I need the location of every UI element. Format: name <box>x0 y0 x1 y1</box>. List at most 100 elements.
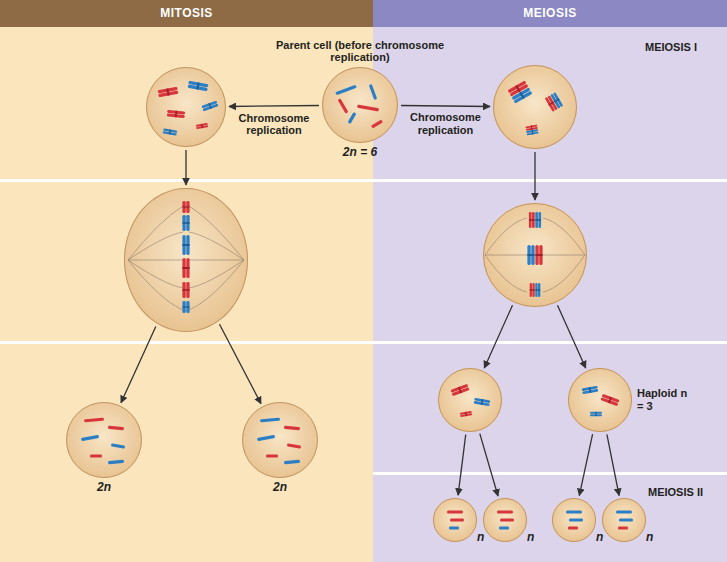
cell-shape: n <box>552 498 596 542</box>
chromosome <box>450 384 469 396</box>
chromosome <box>447 510 463 513</box>
chromosome <box>84 418 104 423</box>
arrow <box>220 324 262 404</box>
chromosome <box>348 112 357 124</box>
arrow <box>579 434 592 495</box>
chromosome <box>182 301 189 313</box>
figure-part <box>483 203 587 307</box>
arrow <box>229 106 319 107</box>
arrow <box>480 434 498 496</box>
chromosome <box>108 426 124 431</box>
figure-part <box>485 255 527 292</box>
arrow <box>185 150 186 185</box>
chromosome <box>449 526 459 529</box>
chromosome <box>499 526 509 529</box>
chromosome <box>582 386 599 394</box>
figure-part <box>0 27 373 562</box>
panel: MEIOSISHaploid n = 3nnnn <box>373 0 727 562</box>
chromosome <box>196 123 209 129</box>
chromosome <box>158 87 179 98</box>
figure-part <box>0 341 373 344</box>
cell-label: 2n = 6 <box>343 146 377 160</box>
chromosome <box>527 245 542 265</box>
cell-label: Haploid n = 3 <box>637 387 689 412</box>
chromosome <box>529 212 541 228</box>
cell-label: Parent cell (before chromosome replicati… <box>265 39 455 64</box>
figure-part <box>128 260 183 261</box>
chromosome <box>369 84 377 100</box>
chromosome <box>201 101 218 112</box>
chromosome <box>497 510 513 513</box>
figure-part <box>373 179 727 182</box>
figure-part <box>543 255 585 256</box>
arrow <box>558 305 586 368</box>
cell-label: 2n <box>97 481 111 495</box>
chromosome <box>108 460 124 465</box>
chromosome <box>619 518 633 521</box>
arrow <box>121 326 156 402</box>
panel: MITOSIS 2n 2n <box>0 0 373 562</box>
cell-shape: n <box>602 498 646 542</box>
figure-part <box>485 255 527 256</box>
chromosome <box>81 435 99 441</box>
cell-shape: 2n <box>242 402 318 478</box>
figure-part <box>373 27 727 562</box>
cell-label: n <box>477 531 484 545</box>
chromosome <box>284 460 300 465</box>
chromosome <box>600 394 619 406</box>
cell-shape: 2n <box>66 402 142 478</box>
cell-shape <box>483 203 587 307</box>
chromosome <box>545 92 564 112</box>
chromosome <box>525 124 538 135</box>
cell-shape: n <box>483 498 527 542</box>
chromosome <box>500 518 514 521</box>
arrow <box>534 152 535 200</box>
figure-part <box>146 67 226 147</box>
chromosome <box>260 418 280 423</box>
chromosome <box>182 215 189 231</box>
panel-header: MEIOSIS <box>373 0 727 27</box>
chromosome <box>618 526 628 529</box>
chromosome <box>284 426 300 431</box>
chromosome <box>338 98 349 113</box>
arrow-label: Chromosome replication <box>403 111 489 136</box>
cell-shape <box>124 188 248 332</box>
figure-part <box>128 232 183 260</box>
cell-label: 2n <box>273 481 287 495</box>
chromosome <box>590 412 602 416</box>
chromosome <box>371 120 383 129</box>
chromosome <box>616 510 632 513</box>
chromosome <box>566 510 582 513</box>
figure-part <box>322 67 398 143</box>
figure-part <box>373 341 727 344</box>
cell-shape <box>438 368 502 432</box>
figure-part <box>602 498 646 542</box>
chromosome <box>568 526 578 529</box>
figure-part <box>189 232 244 260</box>
chromosome <box>182 235 189 255</box>
arrow-label: Chromosome replication <box>231 112 317 137</box>
figure-part <box>485 218 527 255</box>
chromosome <box>257 435 275 441</box>
figure-part <box>543 255 585 292</box>
panel-header: MITOSIS <box>0 0 373 27</box>
arrow <box>484 305 512 368</box>
chromosome <box>530 283 541 297</box>
chromosome <box>182 258 189 278</box>
cell-label: n <box>596 531 603 545</box>
chromosome <box>163 128 178 135</box>
chromosome <box>335 85 357 96</box>
figure-part <box>66 402 142 478</box>
cell-shape: Parent cell (before chromosome replicati… <box>322 67 398 143</box>
chromosome <box>460 411 473 417</box>
arrow <box>401 106 490 107</box>
figure-part <box>128 206 183 260</box>
figure-part <box>189 260 244 310</box>
figure-part <box>552 498 596 542</box>
cell-shape <box>146 67 226 147</box>
figure-part <box>433 498 477 542</box>
chromosome <box>188 81 209 92</box>
figure-part <box>128 206 585 310</box>
